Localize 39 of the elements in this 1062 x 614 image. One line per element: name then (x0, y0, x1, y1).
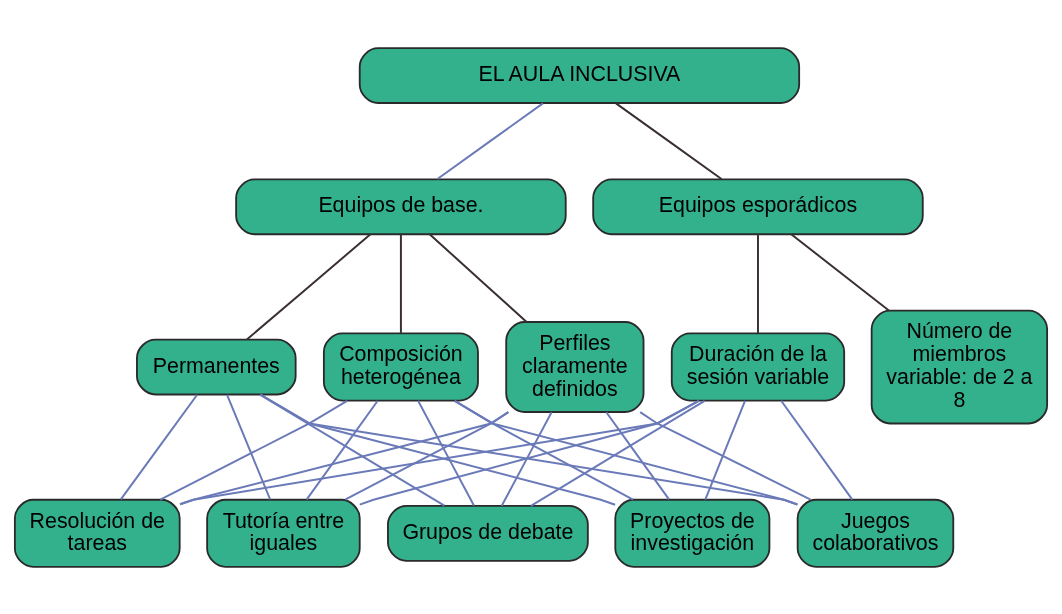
node-box: Resolución de tareas (13, 498, 181, 568)
node-box: Composición heterogénea (322, 332, 479, 401)
connector (436, 101, 544, 180)
connector (453, 399, 634, 501)
node-box: EL AULA INCLUSIVA (358, 46, 801, 104)
connector (305, 399, 379, 501)
node-box: Proyectos de investigación (614, 498, 771, 568)
connector (159, 399, 349, 501)
node-box: Permanentes (136, 338, 297, 395)
connector (119, 393, 199, 500)
connector (500, 410, 553, 507)
connector (428, 232, 528, 323)
connector (639, 410, 812, 501)
connector (245, 232, 372, 340)
connector (344, 410, 510, 501)
node-box: Grupos de debate (387, 504, 589, 562)
connector (399, 232, 402, 334)
connector (605, 410, 670, 500)
connector (704, 399, 746, 501)
connector (358, 399, 700, 506)
node-box: Tutoría entre iguales (206, 498, 361, 568)
connector (417, 399, 475, 506)
node-box: Juegos colaborativos (796, 498, 955, 568)
connector (790, 232, 890, 311)
node-box: Equipos esporádicos (592, 177, 924, 235)
connector (179, 399, 700, 505)
node-box: Número de miembros variable: de 2 a 8 (870, 309, 1049, 424)
connector (226, 393, 272, 500)
node-box: Duración de la sesión variable (670, 332, 846, 401)
connector (780, 399, 854, 501)
connector (453, 399, 799, 505)
node-box: Equipos de base. (235, 177, 567, 235)
connector (258, 393, 446, 507)
connector (757, 232, 759, 334)
connector (259, 393, 799, 505)
connector (259, 393, 617, 506)
connector (529, 399, 706, 507)
connector (615, 101, 723, 180)
node-box: Perfiles claramente definidos (505, 320, 645, 413)
